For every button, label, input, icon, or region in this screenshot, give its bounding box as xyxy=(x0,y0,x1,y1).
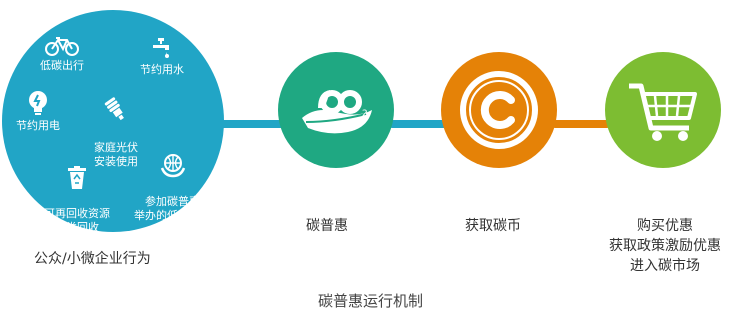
activity-label: 低碳出行 xyxy=(40,59,84,72)
activity-save-electricity: 节约用电 xyxy=(16,90,60,133)
public-behavior-circle: 低碳出行 节约用水 节约用电 xyxy=(2,10,224,235)
recycle-bin-icon xyxy=(68,166,86,189)
diagram-title: 碳普惠运行机制 xyxy=(317,292,423,310)
carbon-coin-caption: 获取碳币 xyxy=(465,218,521,234)
activity-label: 参加碳普惠 举办的低碳活动 xyxy=(134,195,211,222)
activity-label: 家庭光伏 安装使用 xyxy=(94,141,138,168)
activity-save-water: 节约用水 xyxy=(140,36,184,77)
purchase-benefit-circle xyxy=(605,52,721,168)
lightbulb-icon xyxy=(29,91,47,115)
leaf-co2-icon: 2 xyxy=(302,90,372,134)
energy-saving-bulb-icon xyxy=(104,97,124,121)
connector-coin-to-buy xyxy=(553,120,609,128)
activity-home-solar: 家庭光伏 安装使用 xyxy=(94,82,138,169)
bicycle-icon xyxy=(45,37,79,56)
carbon-coin-circle xyxy=(441,52,557,168)
connector-inclusion-to-coin xyxy=(390,120,446,128)
activity-label: 可再回收资源 分类回收 xyxy=(44,207,110,234)
copyright-coin-icon xyxy=(460,71,538,149)
globe-hands-icon xyxy=(160,154,185,178)
purchase-benefit-caption: 购买优惠 获取政策激励优惠 进入碳市场 xyxy=(609,218,721,274)
carbon-inclusion-caption: 碳普惠 xyxy=(306,218,348,234)
activity-low-carbon-travel: 低碳出行 xyxy=(40,36,84,73)
activity-join-low-carbon-events: 参加碳普惠 举办的低碳活动 xyxy=(134,140,211,223)
public-behavior-caption: 公众/小微企业行为 xyxy=(34,251,151,267)
activity-label: 节约用水 xyxy=(140,63,184,76)
carbon-inclusion-circle: 2 xyxy=(278,52,394,168)
svg-text:2: 2 xyxy=(362,109,368,119)
activity-recycling: 可再回收资源 分类回收 xyxy=(44,152,110,235)
shopping-cart-icon xyxy=(629,83,697,141)
activity-label: 节约用电 xyxy=(16,119,60,132)
faucet-icon xyxy=(153,38,169,58)
connector-public-to-inclusion xyxy=(218,120,288,128)
